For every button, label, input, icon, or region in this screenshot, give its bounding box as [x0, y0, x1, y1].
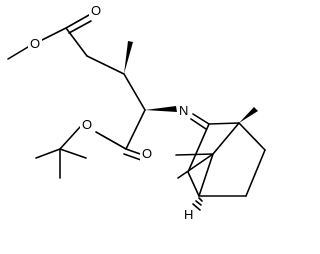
bond-cage-c1-c6 [238, 122, 266, 151]
bond-carbonyl-o-bottom [95, 131, 127, 150]
hash-bond-h-3 [192, 203, 201, 211]
bond-carbonyl-ch2 [65, 27, 88, 57]
bond-cage-c3-c2 [187, 123, 210, 173]
atom-o-ester-top: O [30, 36, 40, 51]
wedge-bond-methyl [124, 41, 133, 74]
molecule-drawing: O O N O O H [7, 3, 266, 222]
bond-stereocenter1-stereocenter2 [123, 73, 146, 111]
atom-o-carbonyl-top: O [91, 3, 101, 18]
bond-co-double-top-2 [68, 20, 92, 34]
atom-o-ester-bottom: O [82, 117, 92, 132]
label-bg-o-bottom-double [140, 147, 154, 161]
atom-n-imine: N [179, 103, 188, 118]
bond-n-c-double-1 [192, 113, 210, 125]
bond-cage-c1-c7 [212, 122, 240, 155]
bond-co-double-top-1 [65, 14, 90, 29]
wedge-bond-bridgehead-methyl [239, 107, 258, 123]
bond-o-carbonyl-top [41, 27, 67, 41]
bond-tbu-me2 [35, 148, 61, 159]
bond-cage-c4-c3 [187, 171, 200, 197]
bond-tbu-me3 [59, 148, 87, 159]
hash-bond-h-1 [198, 197, 203, 202]
bond-c7-methyl-b [177, 153, 214, 179]
bond-n-c-double-2 [190, 118, 207, 130]
atom-o-carbonyl-bottom: O [142, 146, 152, 161]
bond-ch2-stereocenter1 [86, 55, 125, 75]
label-bg-n [177, 103, 192, 118]
bond-stereocenter2-carbonyl-bottom [125, 109, 146, 150]
wedge-bond-n [145, 106, 177, 112]
bond-cage-c6-c5 [245, 149, 266, 197]
label-bg-o-bottom-single [80, 118, 94, 132]
bond-co-double-bottom-2 [123, 153, 142, 161]
label-bg-o-top-double [89, 4, 103, 18]
structure-canvas: O O N O O H [7, 3, 266, 222]
bond-cage-c2-c1 [208, 122, 240, 125]
hash-bond-h-2 [195, 200, 202, 206]
label-bg-o-top-single [28, 37, 42, 51]
bond-methyl-o [7, 46, 29, 60]
bond-cage-c4-c7 [198, 153, 214, 197]
bond-o-tbu [59, 126, 81, 150]
bond-c7-methyl-a [175, 153, 214, 156]
atom-h-bridgehead: H [184, 207, 193, 222]
